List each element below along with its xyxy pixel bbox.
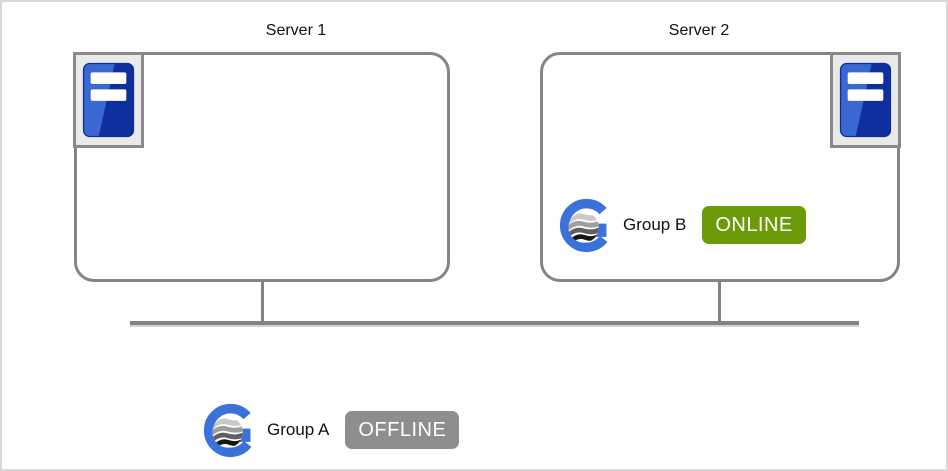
group-b-row: Group B ONLINE [558, 195, 806, 255]
group-globe-icon [202, 402, 259, 459]
status-badge-online: ONLINE [702, 206, 806, 244]
server2-connector-line [718, 281, 721, 325]
group-globe-icon [558, 197, 615, 254]
server2-tower-icon [830, 52, 901, 148]
group-a-row: Group A OFFLINE [202, 400, 460, 460]
status-badge-offline: OFFLINE [345, 411, 460, 449]
server1-title: Server 1 [265, 22, 327, 39]
server2-title: Server 2 [668, 22, 730, 39]
network-bus-line [130, 321, 859, 325]
group-a-label: Group A [267, 420, 330, 439]
server1-connector-line [261, 281, 264, 325]
server1-tower-icon [73, 52, 144, 148]
group-b-label: Group B [623, 215, 687, 234]
